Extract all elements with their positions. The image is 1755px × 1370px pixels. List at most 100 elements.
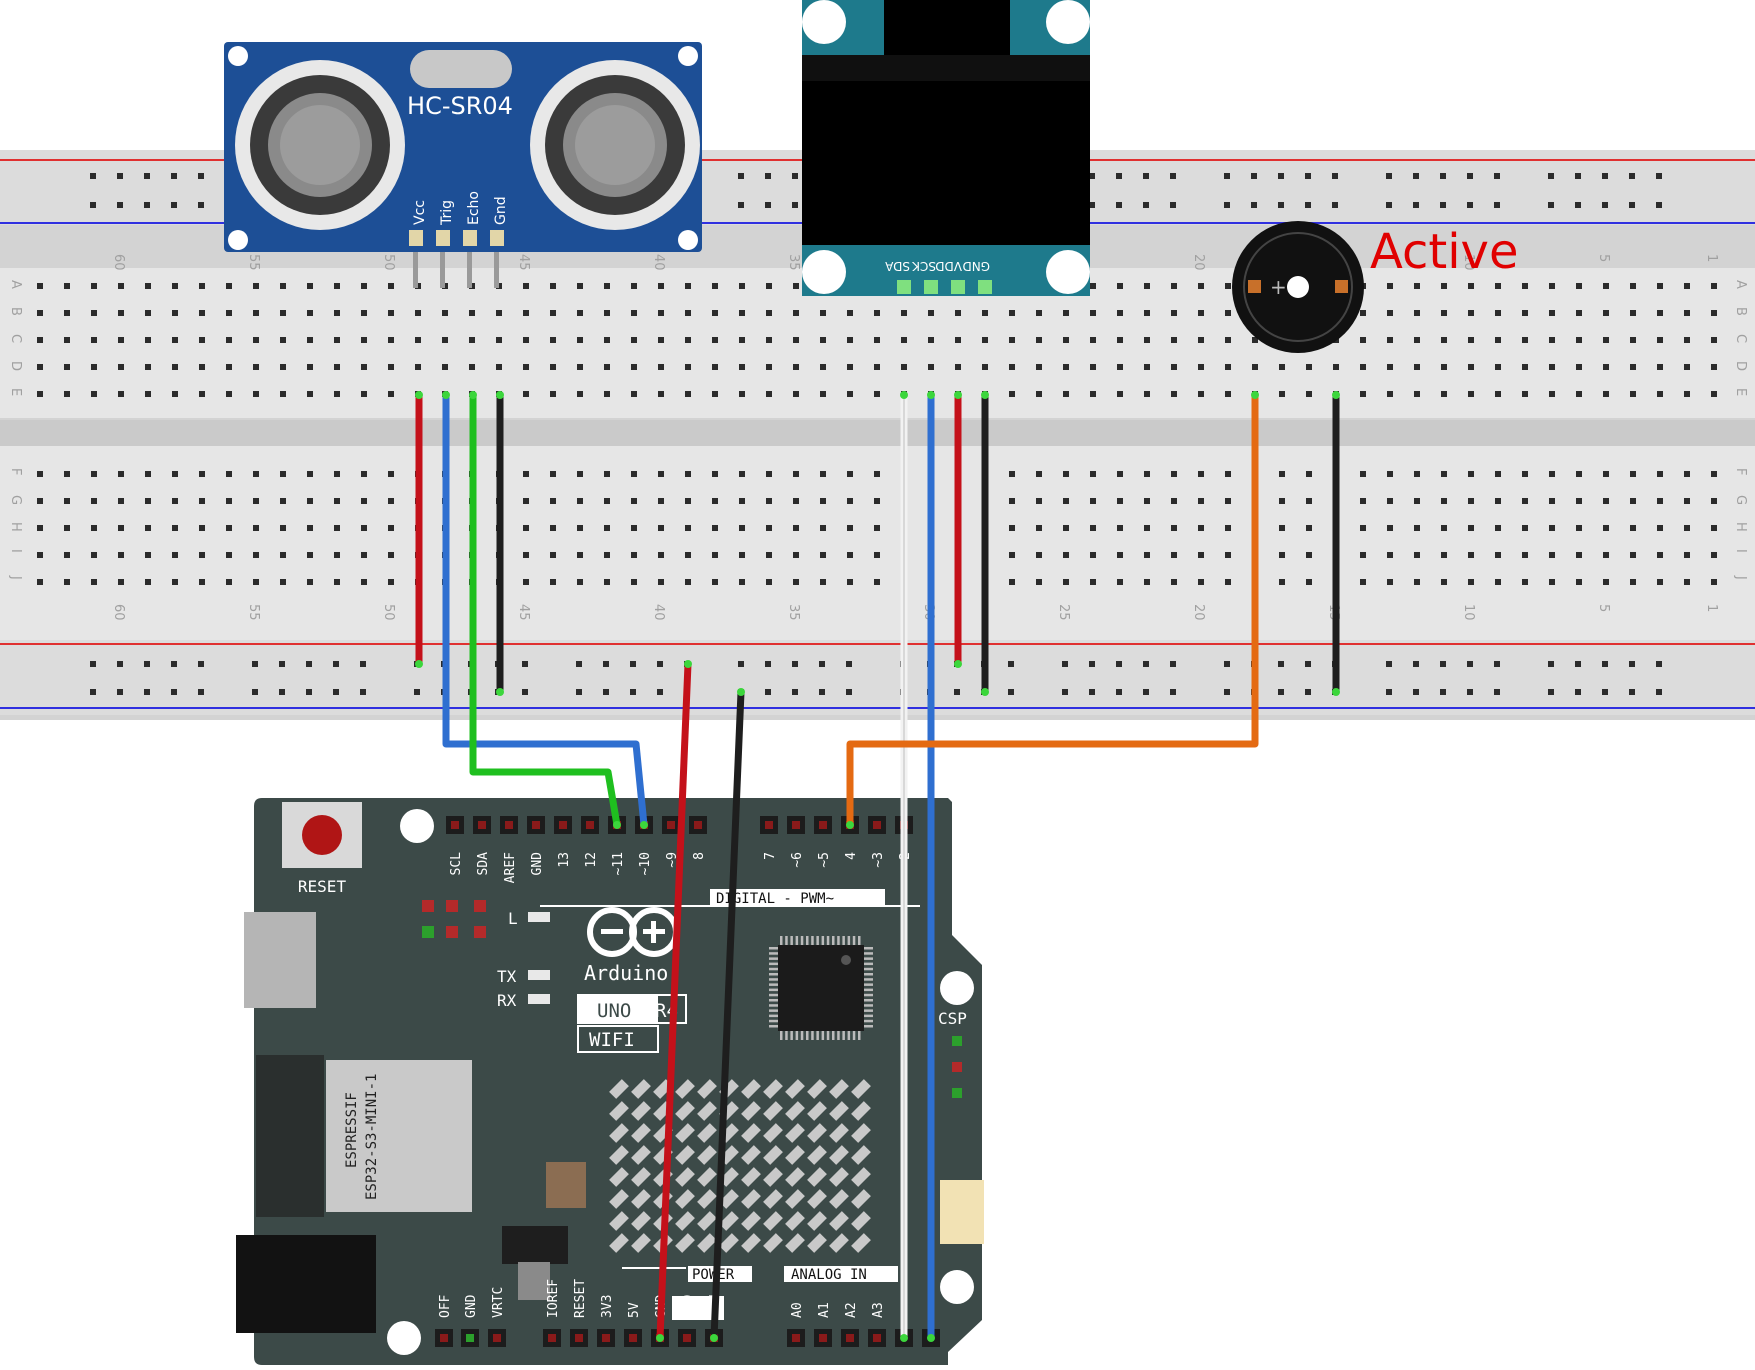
matrix-led bbox=[763, 1079, 783, 1099]
breadboard-hole bbox=[1576, 364, 1582, 370]
breadboard-hole bbox=[658, 471, 664, 477]
breadboard-hole bbox=[820, 498, 826, 504]
breadboard-hole bbox=[388, 471, 394, 477]
breadboard-hole bbox=[847, 364, 853, 370]
breadboard-hole bbox=[1522, 525, 1528, 531]
chip-pin bbox=[769, 1025, 778, 1028]
breadboard-hole bbox=[1495, 471, 1501, 477]
breadboard-hole bbox=[604, 498, 610, 504]
breadboard-hole bbox=[1198, 552, 1204, 558]
breadboard-hole bbox=[199, 471, 205, 477]
breadboard-hole bbox=[442, 364, 448, 370]
breadboard-hole bbox=[1063, 579, 1069, 585]
breadboard-hole bbox=[64, 471, 70, 477]
breadboard-hole bbox=[658, 310, 664, 316]
wire-endpoint bbox=[640, 821, 648, 829]
bottom-pin-label: GND bbox=[464, 1294, 479, 1318]
chip-pin bbox=[852, 936, 856, 945]
matrix-led bbox=[851, 1079, 871, 1099]
breadboard-hole bbox=[1684, 283, 1690, 289]
chip-pin bbox=[864, 973, 873, 976]
breadboard-hole bbox=[658, 364, 664, 370]
wire-endpoint bbox=[1251, 391, 1259, 399]
breadboard-hole bbox=[1441, 337, 1447, 343]
breadboard-hole bbox=[1171, 283, 1177, 289]
breadboard-hole bbox=[334, 498, 340, 504]
brand-label: Arduino bbox=[584, 961, 668, 985]
column-number: 60 bbox=[111, 254, 126, 271]
breadboard-hole bbox=[145, 471, 151, 477]
matrix-led bbox=[829, 1167, 849, 1187]
chip-pin bbox=[816, 936, 819, 945]
chip-pin bbox=[864, 978, 873, 981]
breadboard-hole bbox=[1495, 283, 1501, 289]
breadboard-hole bbox=[1549, 391, 1555, 397]
breadboard-hole bbox=[1171, 337, 1177, 343]
rail-hole bbox=[1494, 173, 1500, 179]
breadboard-hole bbox=[1360, 525, 1366, 531]
rail-hole bbox=[846, 661, 852, 667]
chip-pin bbox=[785, 936, 788, 945]
breadboard-hole bbox=[1090, 283, 1096, 289]
breadboard-hole bbox=[847, 552, 853, 558]
rail-hole bbox=[144, 173, 150, 179]
breadboard-hole bbox=[1414, 471, 1420, 477]
wire-5v-red bbox=[656, 663, 692, 1339]
breadboard-hole bbox=[1117, 525, 1123, 531]
breadboard-hole bbox=[1495, 498, 1501, 504]
breadboard-hole bbox=[1306, 471, 1312, 477]
rail-hole bbox=[1413, 661, 1419, 667]
mount-hole bbox=[940, 1270, 974, 1304]
wire-endpoint bbox=[981, 688, 989, 696]
chip-pin bbox=[769, 947, 778, 950]
rail-hole bbox=[819, 689, 825, 695]
rail-hole bbox=[1305, 689, 1311, 695]
matrix-led bbox=[609, 1145, 629, 1165]
esp32-module bbox=[326, 1060, 472, 1212]
rail-hole bbox=[1548, 202, 1554, 208]
breadboard-hole bbox=[1468, 283, 1474, 289]
row-letter: H bbox=[8, 522, 23, 532]
csp-led bbox=[952, 1062, 962, 1072]
reset-button[interactable] bbox=[302, 815, 342, 855]
oled-pin-sck: SCK bbox=[911, 259, 936, 273]
sensor-pin-pad bbox=[409, 230, 423, 246]
mount-hole bbox=[228, 46, 248, 66]
breadboard-hole bbox=[1711, 391, 1717, 397]
breadboard-hole bbox=[1360, 337, 1366, 343]
breadboard-hole bbox=[793, 364, 799, 370]
breadboard-hole bbox=[361, 337, 367, 343]
led-tx bbox=[528, 970, 550, 980]
mount-hole bbox=[802, 0, 846, 44]
breadboard-hole bbox=[712, 391, 718, 397]
rail-hole bbox=[1440, 173, 1446, 179]
breadboard-hole bbox=[1198, 310, 1204, 316]
breadboard-hole bbox=[1387, 552, 1393, 558]
breadboard-hole bbox=[1630, 391, 1636, 397]
digital-pin-label: 4 bbox=[844, 852, 859, 860]
breadboard-hole bbox=[280, 310, 286, 316]
header-pin bbox=[792, 821, 800, 829]
usb-c-connector bbox=[244, 912, 316, 1008]
chip-pin bbox=[842, 1031, 845, 1040]
digital-header-label: DIGITAL - PWM~ bbox=[716, 891, 834, 907]
rail-hole bbox=[252, 661, 258, 667]
led-l bbox=[528, 912, 550, 922]
voltage-regulator bbox=[502, 1226, 568, 1264]
rail-hole bbox=[1440, 202, 1446, 208]
breadboard-hole bbox=[280, 391, 286, 397]
breadboard-hole bbox=[1090, 579, 1096, 585]
power-pin-label: 3V3 bbox=[600, 1295, 615, 1318]
breadboard-hole bbox=[820, 337, 826, 343]
rgb-led-matrix-small bbox=[422, 900, 486, 938]
breadboard-hole bbox=[199, 337, 205, 343]
rail-hole bbox=[1440, 661, 1446, 667]
chip-pin bbox=[790, 1031, 793, 1040]
row-letter: B bbox=[8, 307, 23, 316]
row-letter: F bbox=[1733, 468, 1748, 475]
breadboard-hole bbox=[847, 310, 853, 316]
breadboard-hole bbox=[334, 471, 340, 477]
breadboard-hole bbox=[1171, 364, 1177, 370]
breadboard-hole bbox=[1414, 579, 1420, 585]
matrix-led bbox=[697, 1167, 717, 1187]
